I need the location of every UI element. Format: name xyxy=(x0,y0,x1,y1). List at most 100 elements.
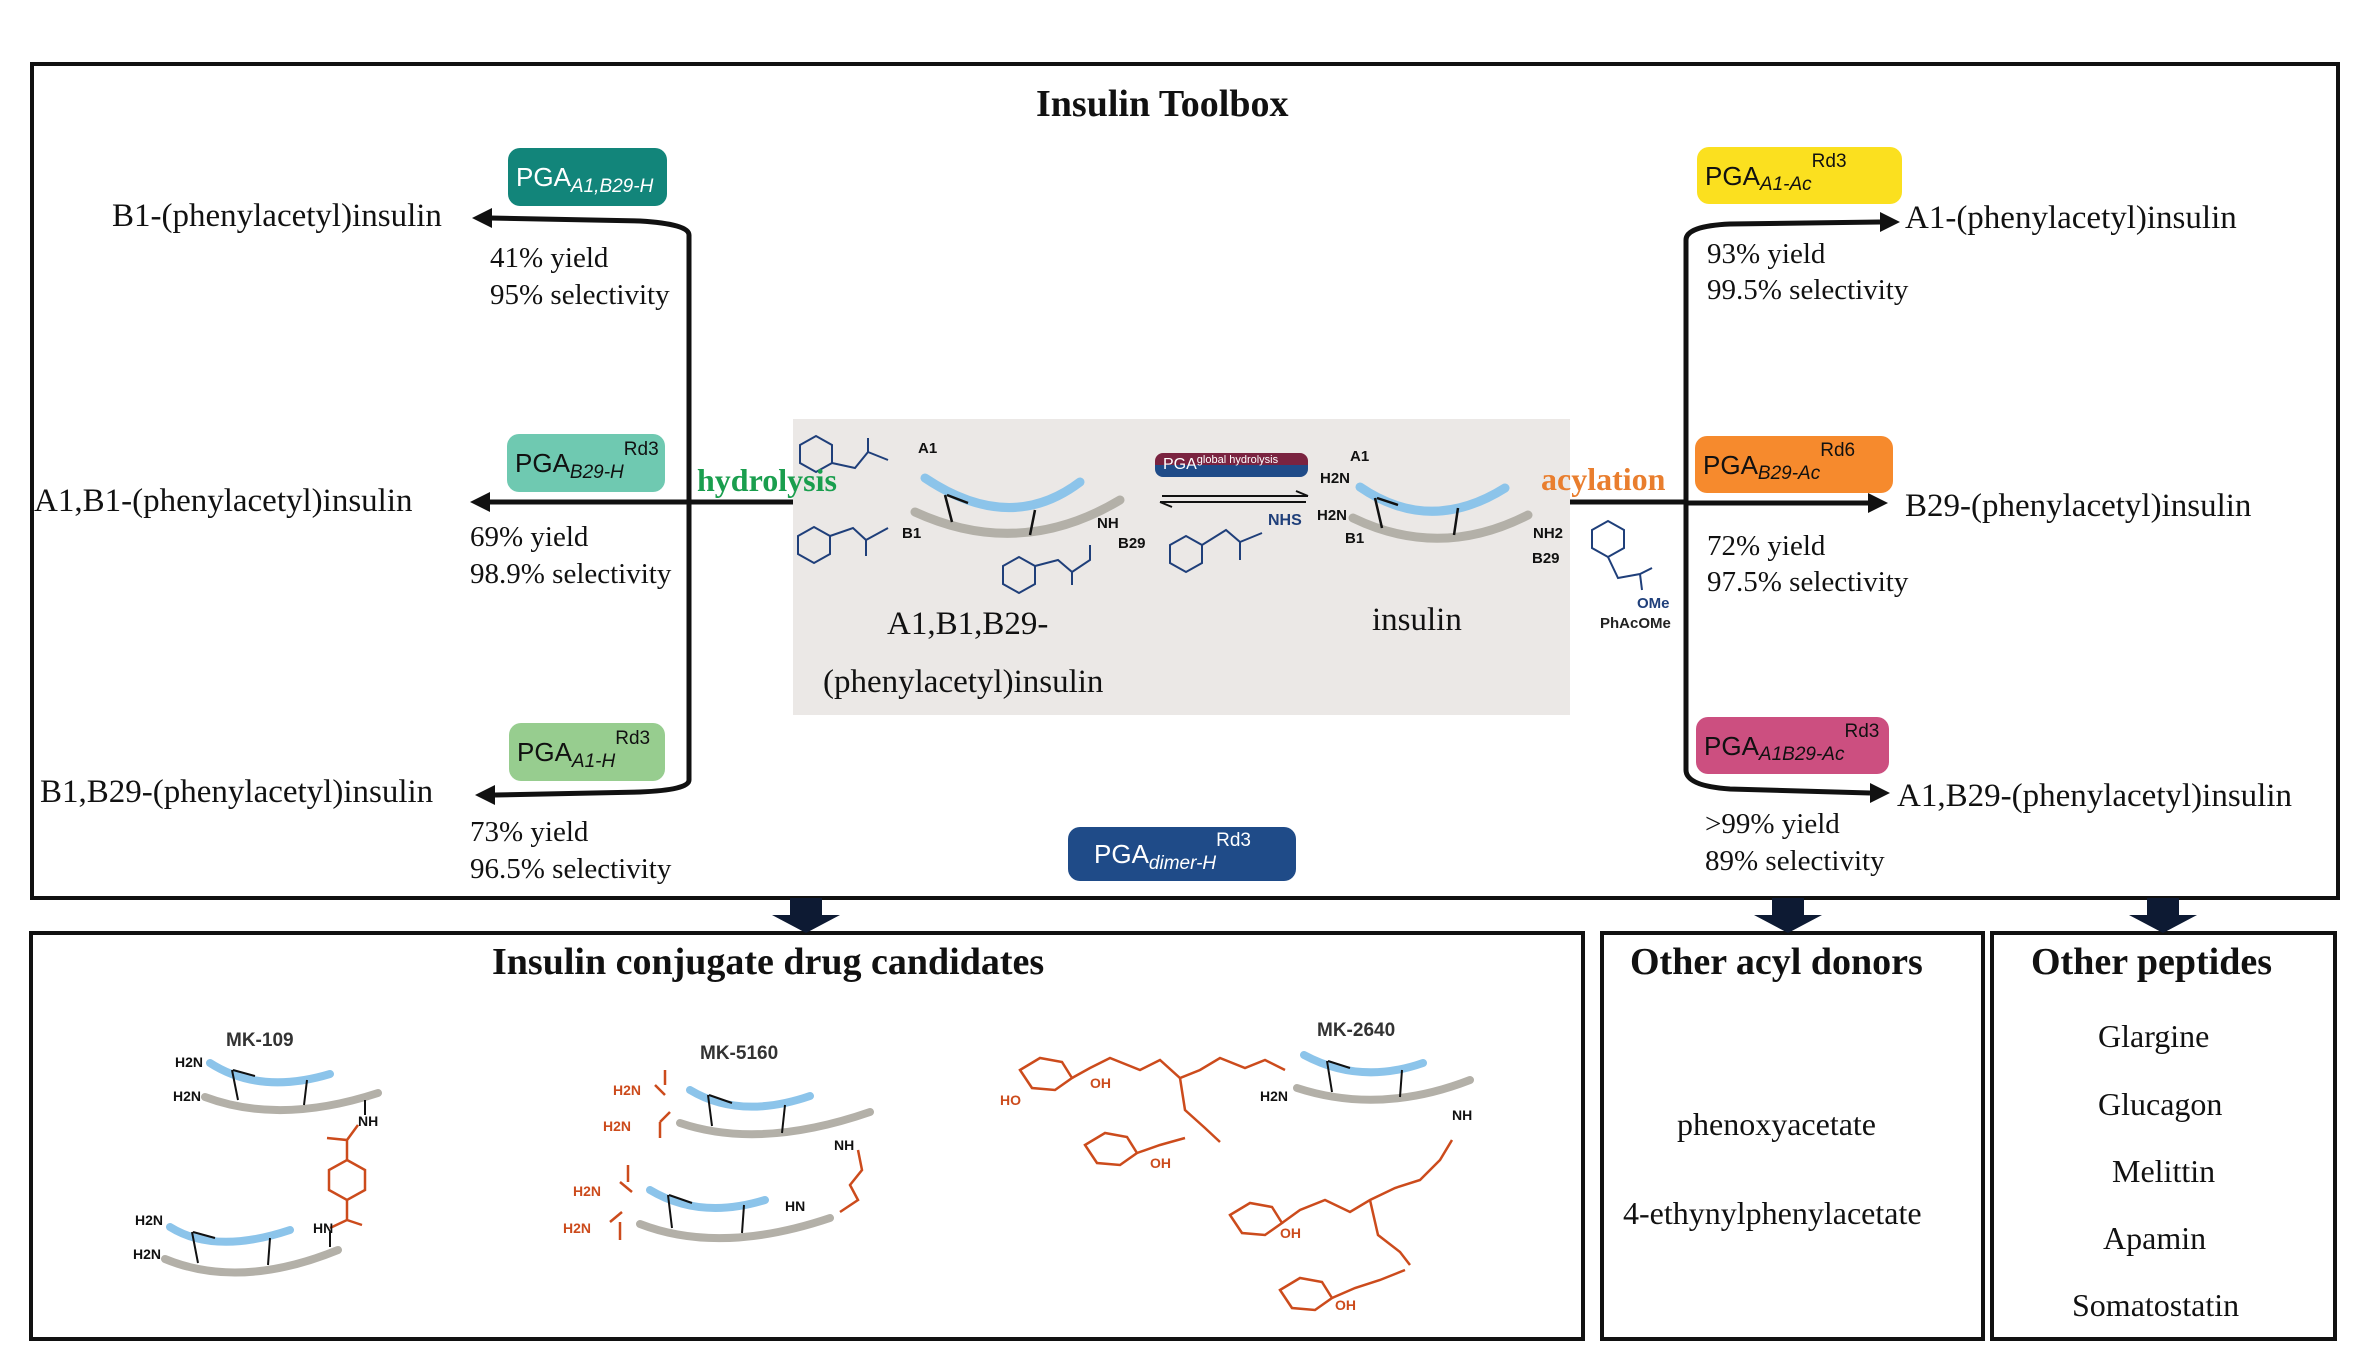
product-b29-phenylacetyl-insulin: B29-(phenylacetyl)insulin xyxy=(1905,488,2252,524)
phacome-molecule xyxy=(1591,519,1653,591)
label-h2n: H2N xyxy=(613,1082,642,1098)
label-oh: OH xyxy=(1150,1155,1171,1171)
selectivity-b1: 95% selectivity xyxy=(490,279,670,311)
label-h2n-a-product: H2N xyxy=(1320,470,1351,487)
yield-b1: 41% yield xyxy=(490,242,609,274)
arrow-head xyxy=(1868,493,1888,513)
down-arrow-acyl-donors xyxy=(1754,898,1822,933)
label-a1-substrate: A1 xyxy=(918,440,938,457)
product-b1-phenylacetyl-insulin: B1-(phenylacetyl)insulin xyxy=(112,198,442,234)
yield-a1b29: >99% yield xyxy=(1705,808,1840,840)
acyl-donors-panel xyxy=(1600,931,1985,1341)
label-h2n: H2N xyxy=(173,1088,202,1104)
arrow-head xyxy=(1870,783,1890,803)
arrow-to-b1b29-product xyxy=(494,779,692,798)
mk-5160-structure xyxy=(609,1070,874,1243)
yield-b1b29: 73% yield xyxy=(470,816,589,848)
label-h2n: H2N xyxy=(133,1246,162,1262)
candidate-mk-2640: MK-2640 xyxy=(1317,1020,1396,1041)
peptides-panel xyxy=(1990,931,2337,1341)
arrow-head xyxy=(1880,212,1900,232)
hydrolysis-label: hydrolysis xyxy=(697,462,837,498)
forward-arrow xyxy=(1162,490,1309,497)
product-insulin-cartoon xyxy=(1348,482,1533,543)
product-a1b29-phenylacetyl-insulin: A1,B29-(phenylacetyl)insulin xyxy=(1897,778,2293,814)
arrow-to-a1b29-product xyxy=(1683,769,1871,796)
label-nh: NH xyxy=(358,1113,379,1129)
peptide-item: Glargine xyxy=(2098,1018,2210,1054)
mk-2640-structure xyxy=(1018,1051,1474,1312)
toolbox-panel xyxy=(30,62,2340,900)
peptide-item: Somatostatin xyxy=(2072,1287,2240,1323)
substrate-insulin-cartoon xyxy=(797,434,1263,595)
label-nh: NH xyxy=(834,1137,855,1153)
reverse-arrow xyxy=(1159,501,1306,508)
acylation-label: acylation xyxy=(1541,461,1666,497)
selectivity-a1b1: 98.9% selectivity xyxy=(470,558,672,590)
label-hn: HN xyxy=(313,1220,334,1236)
peptide-item: Melittin xyxy=(2112,1153,2216,1189)
arrow-head xyxy=(472,208,492,228)
conjugates-title: Insulin conjugate drug candidates xyxy=(492,941,1045,983)
product-a1-phenylacetyl-insulin: A1-(phenylacetyl)insulin xyxy=(1905,200,2237,236)
label-nh-substrate: NH xyxy=(1097,515,1119,532)
arrow-head xyxy=(470,492,490,512)
selectivity-a1: 99.5% selectivity xyxy=(1707,274,1909,306)
label-h2n: H2N xyxy=(563,1220,592,1236)
label-a1-product: A1 xyxy=(1350,448,1370,465)
arrow-to-b1-product xyxy=(489,215,692,236)
substrate-name-line1: A1,B1,B29- xyxy=(887,606,1049,642)
arrow-to-a1-product xyxy=(1683,219,1881,241)
acyl-donors-title: Other acyl donors xyxy=(1630,941,1923,983)
yield-a1b1: 69% yield xyxy=(470,521,589,553)
label-nh: NH xyxy=(1452,1107,1473,1123)
acyl-donor-item: 4-ethynylphenylacetate xyxy=(1623,1195,1922,1231)
yield-a1: 93% yield xyxy=(1707,238,1826,270)
peptide-item: Glucagon xyxy=(2098,1086,2223,1122)
label-h2n: H2N xyxy=(175,1054,204,1070)
label-b1-substrate: B1 xyxy=(902,525,922,542)
arrow-head xyxy=(475,785,495,805)
yield-b29: 72% yield xyxy=(1707,530,1826,562)
mk-109-structure xyxy=(161,1059,382,1277)
label-nh2-product: NH2 xyxy=(1533,525,1564,542)
substrate-name-line2: (phenylacetyl)insulin xyxy=(823,664,1104,700)
label-ome: OMe xyxy=(1637,595,1670,612)
label-phacome: PhAcOMe xyxy=(1600,615,1671,632)
peptides-title: Other peptides xyxy=(2031,941,2273,983)
label-h2n: H2N xyxy=(573,1183,602,1199)
label-hn: HN xyxy=(785,1198,806,1214)
label-oh: OH xyxy=(1280,1225,1301,1241)
selectivity-b29: 97.5% selectivity xyxy=(1707,566,1909,598)
label-oh: OH xyxy=(1335,1297,1356,1313)
selectivity-a1b29: 89% selectivity xyxy=(1705,845,1885,877)
label-h2n-b-product: H2N xyxy=(1317,507,1348,524)
label-oh: OH xyxy=(1090,1075,1111,1091)
label-nhs: NHS xyxy=(1268,512,1302,529)
down-arrow-conjugates xyxy=(772,898,840,933)
label-b29-substrate: B29 xyxy=(1118,535,1146,552)
label-h2n: H2N xyxy=(135,1212,164,1228)
candidate-mk-109: MK-109 xyxy=(226,1030,294,1051)
label-b29-product: B29 xyxy=(1532,550,1560,567)
selectivity-b1b29: 96.5% selectivity xyxy=(470,853,672,885)
label-h2n: H2N xyxy=(1260,1088,1289,1104)
candidate-mk-5160: MK-5160 xyxy=(700,1043,779,1064)
label-b1-product: B1 xyxy=(1345,530,1365,547)
product-a1b1-phenylacetyl-insulin: A1,B1-(phenylacetyl)insulin xyxy=(34,483,413,519)
acyl-donor-item: phenoxyacetate xyxy=(1677,1106,1876,1142)
product-b1b29-phenylacetyl-insulin: B1,B29-(phenylacetyl)insulin xyxy=(40,774,434,810)
conjugates-panel xyxy=(29,931,1585,1341)
product-insulin-name: insulin xyxy=(1372,602,1462,638)
toolbox-title: Insulin Toolbox xyxy=(1036,83,1289,125)
down-arrow-peptides xyxy=(2129,898,2197,933)
global-hydrolysis-enzyme: PGAglobal hydrolysis xyxy=(1155,453,1308,477)
